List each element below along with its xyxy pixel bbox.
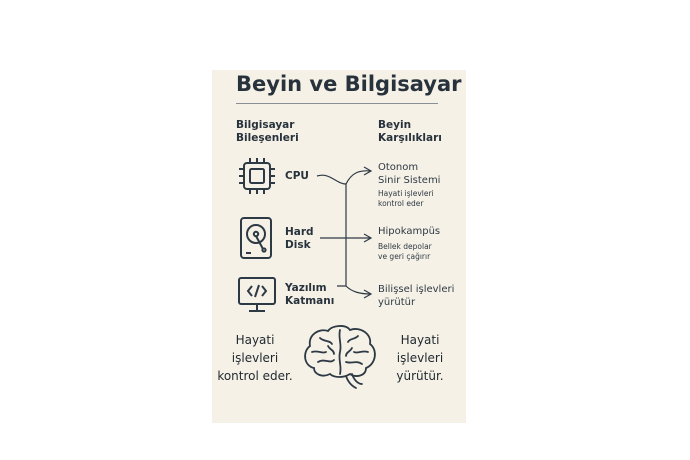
cognitive-name-line-1: Bilişsel işlevleri bbox=[378, 284, 455, 295]
bottom-right-caption: Hayati işlevleri yürütür. bbox=[384, 331, 456, 385]
hard-disk-label-line-2: Disk bbox=[285, 239, 311, 251]
bottom-right-line-1: Hayati bbox=[400, 333, 440, 347]
right-column-header: Beyin Karşılıkları bbox=[378, 119, 442, 145]
bottom-right-line-3: yürütür. bbox=[396, 369, 444, 383]
bottom-left-line-2: işlevleri bbox=[231, 351, 279, 365]
hippocampus-desc-line-2: ve geri çağırır bbox=[378, 252, 431, 261]
software-label-line-1: Yazılım bbox=[285, 282, 327, 294]
cpu-label-line-1: CPU bbox=[285, 170, 309, 182]
left-header-line-2: Bileşenleri bbox=[236, 132, 299, 144]
right-header-line-2: Karşılıkları bbox=[378, 132, 442, 144]
autonomic-desc-line-1: Hayati işlevleri bbox=[378, 189, 434, 198]
arrow-to-autonomic bbox=[345, 170, 372, 185]
cpu-icon bbox=[239, 158, 275, 194]
autonomic-name-line-1: Otonom bbox=[378, 162, 419, 173]
counterpart-hippocampus-name: Hipokampüs bbox=[378, 226, 440, 239]
diagram-panel bbox=[212, 70, 466, 423]
counterpart-autonomic-name: Otonom Sinir Sistemi bbox=[378, 162, 440, 187]
hard-disk-label-line-1: Hard bbox=[285, 226, 314, 238]
brain-icon bbox=[304, 325, 376, 389]
autonomic-desc-line-2: kontrol eder bbox=[378, 199, 424, 208]
left-column-header: Bilgisayar Bileşenleri bbox=[236, 119, 299, 145]
cpu-connector bbox=[316, 174, 347, 185]
bottom-left-line-3: kontrol eder. bbox=[217, 369, 293, 383]
component-hard-disk-label: Hard Disk bbox=[285, 226, 314, 252]
bottom-right-line-2: işlevleri bbox=[396, 351, 444, 365]
bottom-left-line-1: Hayati bbox=[235, 333, 275, 347]
arrow-to-cognitive bbox=[337, 285, 372, 295]
right-header-line-1: Beyin bbox=[378, 119, 412, 131]
left-header-line-1: Bilgisayar bbox=[236, 119, 295, 131]
hard-disk-icon bbox=[240, 217, 272, 259]
hippocampus-name-line-1: Hipokampüs bbox=[378, 226, 441, 237]
component-cpu-label: CPU bbox=[285, 170, 309, 183]
component-software-label: Yazılım Katmanı bbox=[285, 282, 334, 308]
title-divider bbox=[236, 103, 438, 104]
software-label-line-2: Katmanı bbox=[285, 295, 335, 307]
cognitive-name-line-2: yürütür bbox=[378, 296, 416, 308]
diagram-title: Beyin ve Bilgisayar bbox=[236, 72, 462, 96]
counterpart-autonomic-desc: Hayati işlevleri kontrol eder bbox=[378, 189, 434, 209]
bottom-left-caption: Hayati işlevleri kontrol eder. bbox=[214, 331, 296, 385]
autonomic-name-line-2: Sinir Sistemi bbox=[378, 174, 441, 186]
software-monitor-icon bbox=[238, 277, 276, 312]
counterpart-cognitive-name: Bilişsel işlevleri yürütür bbox=[378, 284, 454, 309]
counterpart-hippocampus-desc: Bellek depolar ve geri çağırır bbox=[378, 242, 432, 262]
hippocampus-desc-line-1: Bellek depolar bbox=[378, 242, 432, 251]
